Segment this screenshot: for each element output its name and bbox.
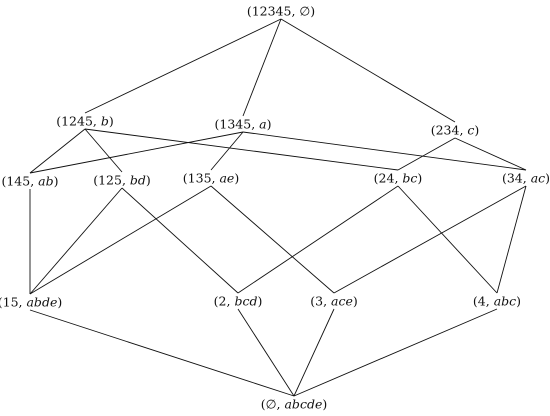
lattice-edges [29,18,527,397]
edge-n1245-n145 [29,128,86,174]
node-n15: (15, abde) [0,295,62,310]
edge-n24-n2 [237,185,399,294]
edge-n234-n24 [397,137,456,171]
edge-n1245-n24 [84,128,399,171]
edge-n135-n3 [210,185,335,294]
edge-n1245-n125 [84,128,123,173]
edge-n34-n4 [496,185,527,294]
node-top: (12345, ∅) [247,4,315,19]
edge-n34-n3 [333,185,527,294]
edge-top-n1245 [84,18,282,114]
edge-n125-n2 [121,187,239,294]
lattice-node-labels: (12345, ∅) (1245, b) (1345, a) (234, c) (145… [0,4,550,412]
node-n4: (4, abc) [473,294,521,309]
edge-n2-bottom [237,308,295,397]
node-n2: (2, bcd) [214,294,263,309]
node-n34: (34, ac) [502,171,550,186]
edge-n234-n34 [454,137,527,171]
node-n135: (135, ae) [183,171,239,186]
node-n234: (234, c) [431,123,480,138]
edge-top-n234 [280,18,456,123]
node-n1245: (1245, b) [56,114,114,129]
node-n125: (125, bd) [93,173,151,188]
node-n24: (24, bc) [374,171,423,186]
edge-n135-n15 [29,185,212,295]
edge-n15-bottom [29,309,295,397]
edge-n24-n4 [397,185,498,294]
node-bottom: (∅, abcde) [261,397,327,412]
edge-n1345-n135 [210,131,244,171]
edge-n1345-n145 [29,131,244,174]
edge-n1345-n34 [242,131,527,171]
node-n3: (3, ace) [310,294,358,309]
edge-n125-n15 [29,187,123,295]
edge-n3-bottom [293,308,335,397]
edge-n4-bottom [293,308,498,397]
node-n1345: (1345, a) [215,117,272,132]
edge-top-n1345 [242,18,282,117]
node-n145: (145, ab) [1,174,58,189]
